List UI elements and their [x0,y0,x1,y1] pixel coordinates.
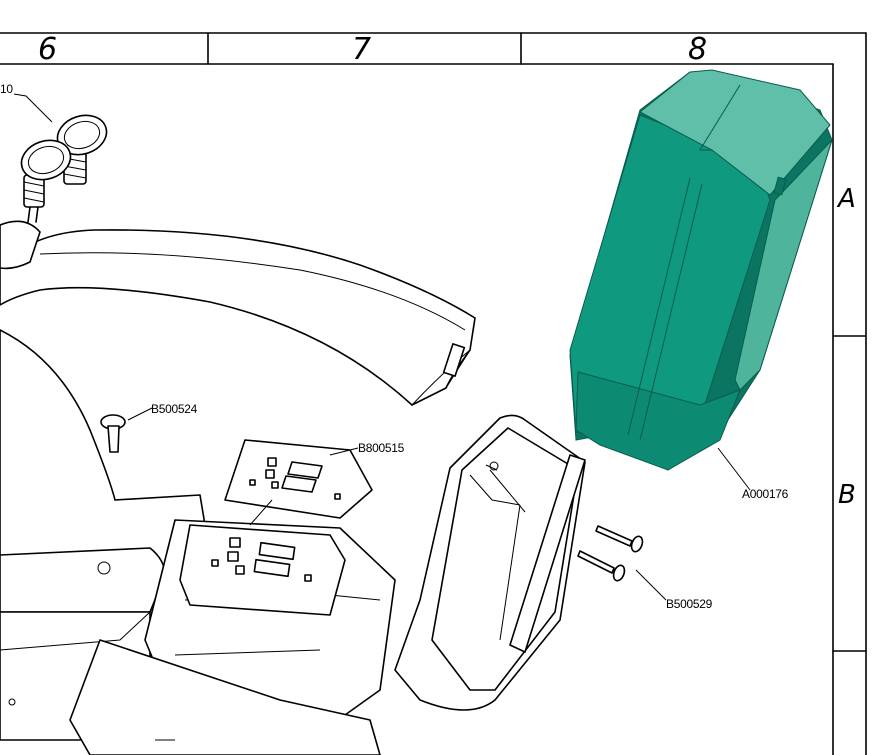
callout-cover: A000176 [742,487,789,501]
curved-arm [0,220,476,406]
callout-button-partial: 10 [0,82,13,96]
drawing-frame [0,32,867,755]
zone-column-8: 8 [688,32,707,67]
green-cover [569,69,833,471]
cover-top-face [639,69,831,196]
leader-cover [717,447,751,491]
base-body [0,329,396,755]
leader-screw-small [127,407,153,421]
callout-screw-small: B500524 [151,402,198,416]
leader-label-plate [329,447,359,456]
zone-row-b: B [838,480,856,510]
cover-lower-block [575,371,741,471]
leader-screws-pair [635,569,667,601]
control-panel-slots [211,537,312,582]
screw-small [100,414,126,453]
zone-row-a: A [836,184,856,214]
assembly-line-plate [249,499,273,526]
callout-label-plate: B800515 [358,441,405,455]
zone-column-7: 7 [352,32,371,67]
leader-button [13,93,53,123]
label-plate [224,439,373,519]
cover-side-highlight [734,139,833,391]
zone-column-6: 6 [38,32,57,67]
screws-pair [577,525,644,582]
housing-bracket [394,414,586,711]
callout-screws-pair: B500529 [666,597,713,611]
push-button-pair [20,114,108,223]
